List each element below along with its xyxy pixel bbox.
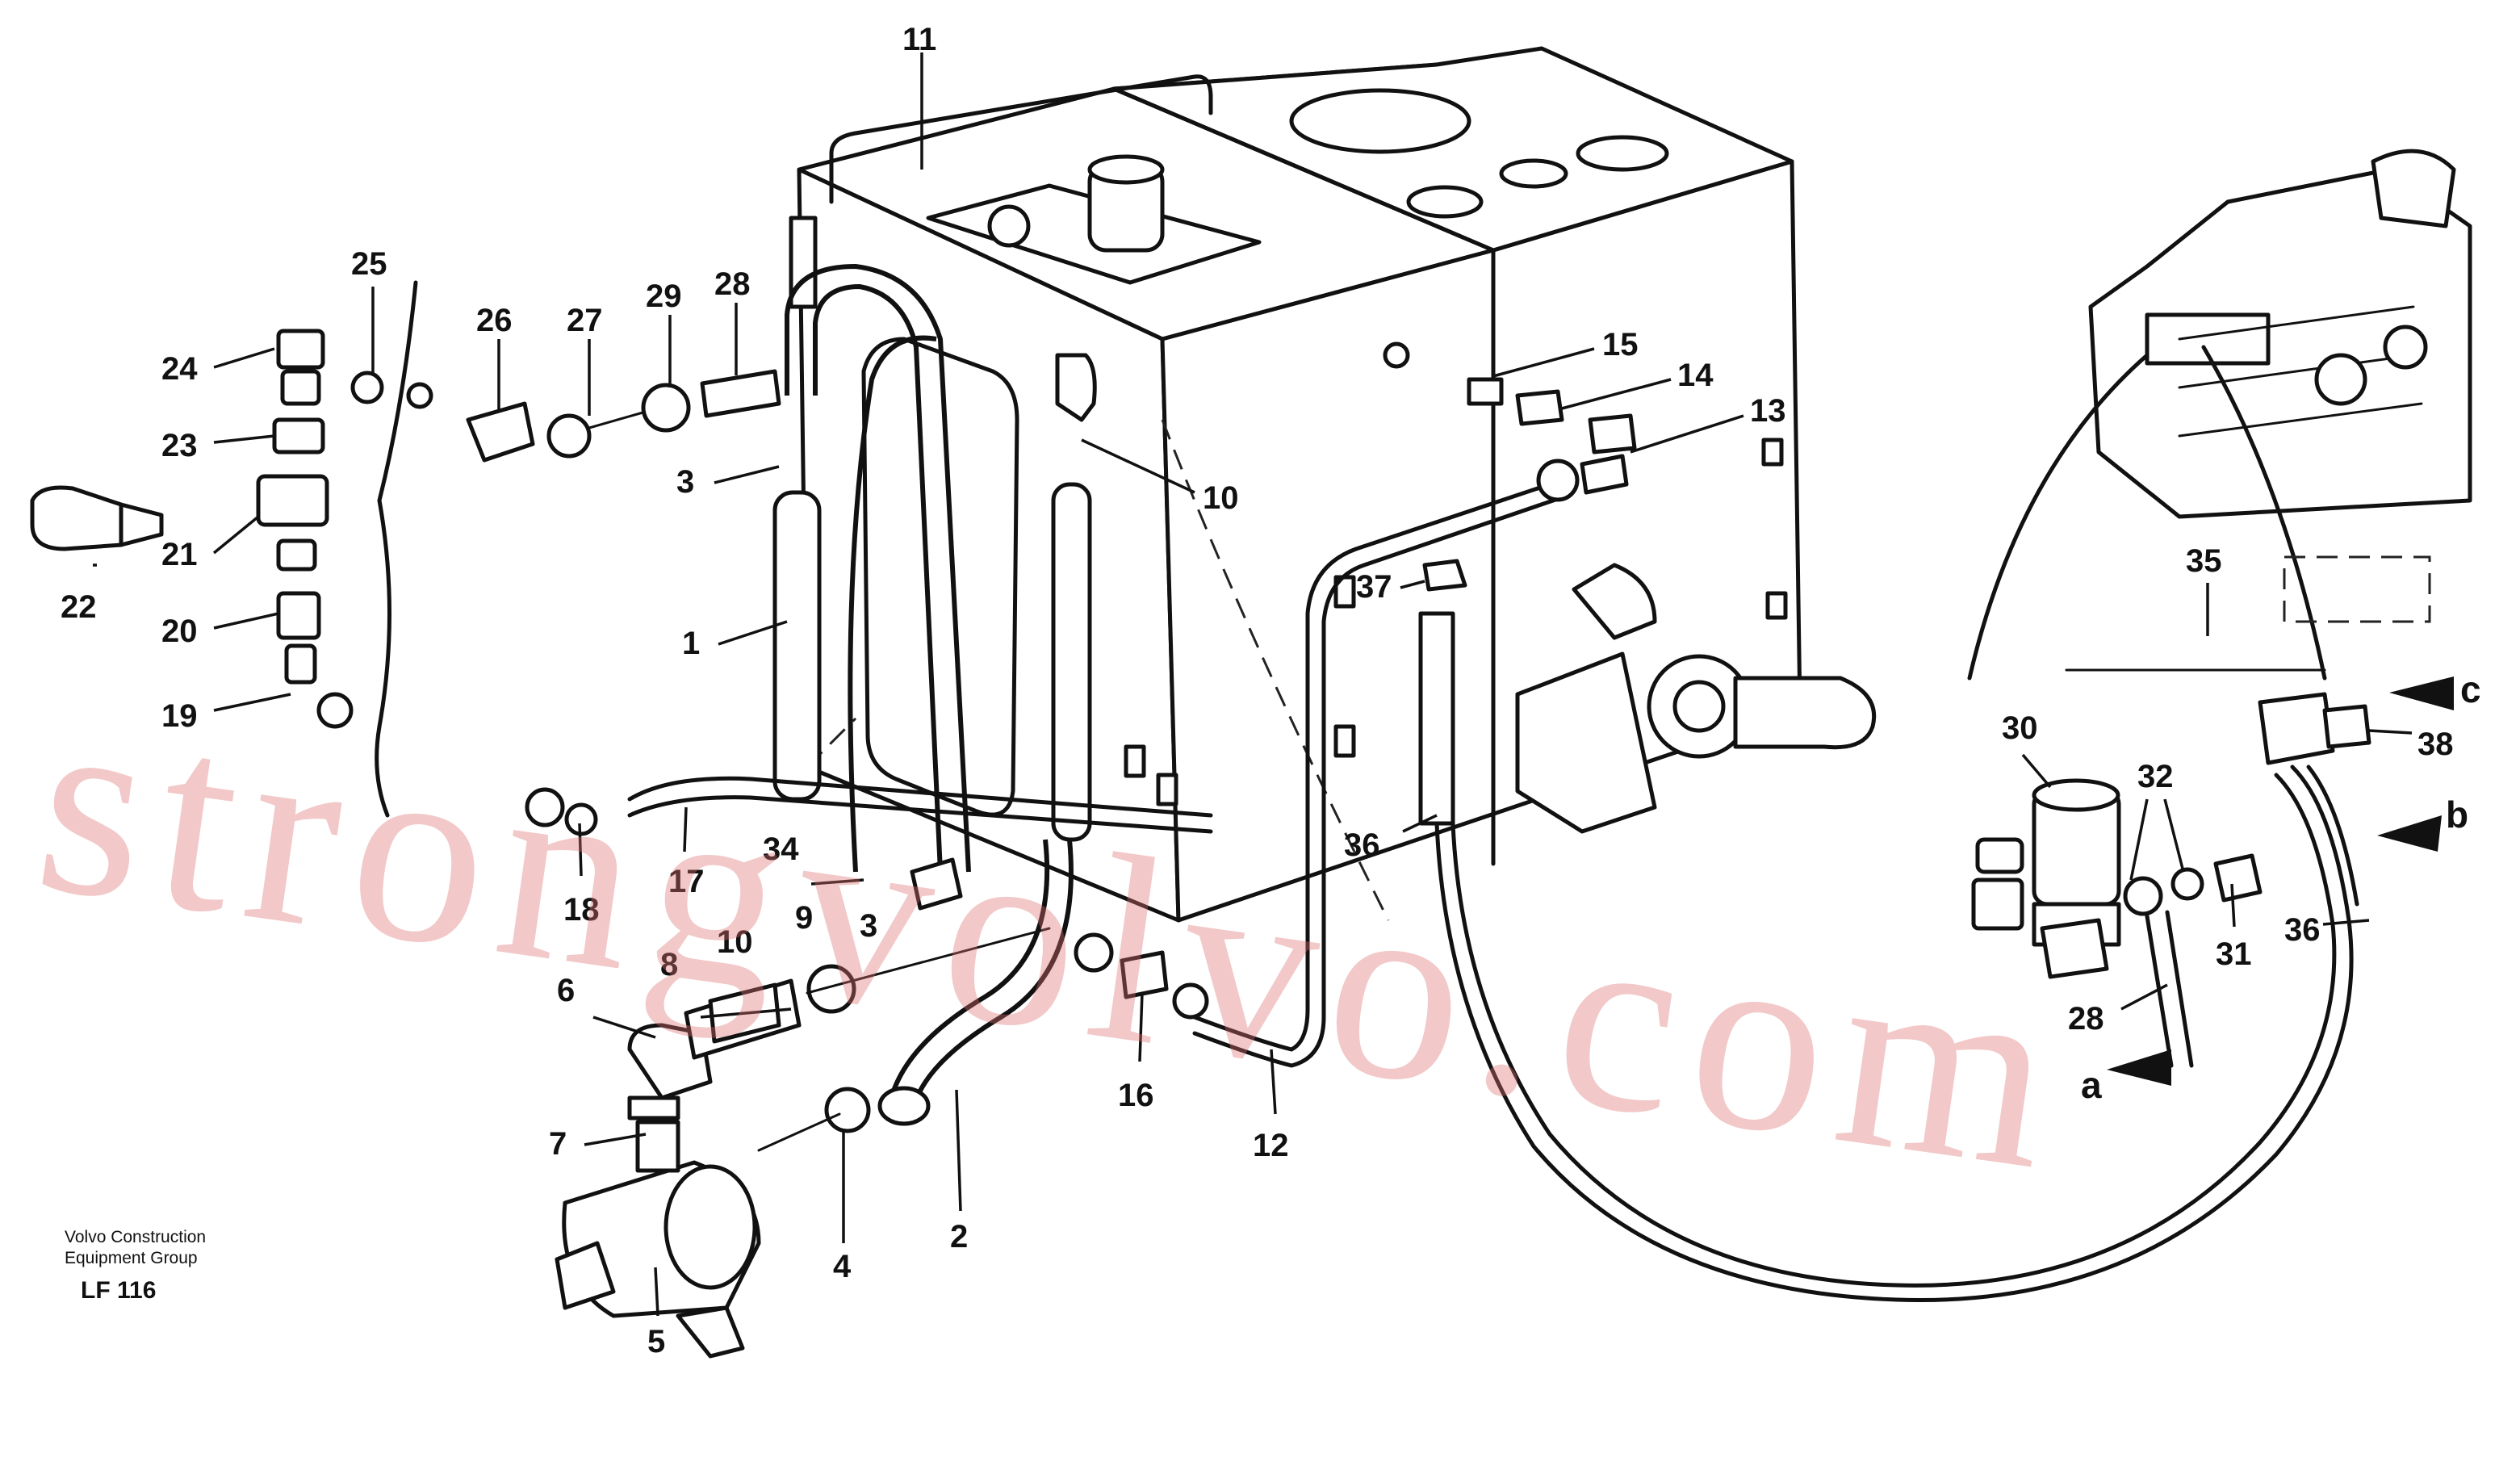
pump — [555, 1023, 761, 1359]
callout-9: 9 — [795, 900, 813, 936]
hydraulic-tank — [789, 46, 1877, 923]
callout-24: 24 — [161, 351, 198, 387]
callout-11: 11 — [902, 22, 936, 57]
callout-labels: 11 25 24 23 21 22 20 19 26 27 29 28 3 1 … — [61, 22, 2454, 1359]
footer-line-2: Equipment Group — [65, 1249, 198, 1267]
callout-36: 36 — [1344, 827, 1380, 863]
callout-5: 5 — [647, 1324, 665, 1359]
callout-25: 25 — [351, 246, 387, 282]
leader-lines — [93, 52, 2413, 1317]
callout-10: 10 — [717, 924, 753, 960]
engine — [1967, 149, 2472, 681]
callout-8: 8 — [660, 947, 678, 982]
footer-caption: Volvo Construction Equipment Group LF 11… — [65, 1227, 206, 1305]
callout-27: 27 — [567, 303, 603, 338]
callout-31: 31 — [2216, 936, 2252, 972]
callout-19: 19 — [161, 698, 198, 734]
callout-3: 3 — [860, 908, 877, 944]
callout-10: 10 — [1203, 480, 1239, 516]
figure-code: LF 116 — [81, 1277, 157, 1304]
callout-16: 16 — [1118, 1078, 1154, 1113]
callout-30: 30 — [2002, 710, 2038, 746]
callout-21: 21 — [161, 537, 198, 572]
callout-18: 18 — [563, 892, 600, 928]
callout-28: 28 — [714, 266, 751, 302]
callout-2: 2 — [950, 1219, 968, 1254]
callout-36: 36 — [2284, 912, 2321, 948]
fitting-stack — [256, 329, 384, 729]
callout-13: 13 — [1750, 393, 1786, 429]
callout-12: 12 — [1253, 1128, 1289, 1163]
callout-35: 35 — [2186, 543, 2222, 579]
filter-assembly — [1971, 692, 2371, 1068]
pump-line-fittings — [684, 927, 1051, 1152]
callout-3: 3 — [676, 464, 694, 500]
connection-arrows — [2107, 676, 2454, 1086]
callout-32: 32 — [2137, 759, 2174, 794]
mark-c: c — [2460, 668, 2481, 710]
mark-a: a — [2081, 1064, 2102, 1106]
callout-6: 6 — [557, 973, 575, 1008]
mark-b: b — [2446, 794, 2468, 836]
callout-14: 14 — [1677, 358, 1714, 393]
return-line — [525, 776, 1213, 911]
callout-38: 38 — [2417, 727, 2454, 762]
callout-7: 7 — [549, 1126, 567, 1162]
callout-20: 20 — [161, 614, 198, 649]
tube-line — [375, 280, 418, 818]
callout-15: 15 — [1602, 327, 1639, 362]
callout-34: 34 — [763, 831, 799, 867]
hose-36 — [1418, 559, 2354, 1302]
connection-mark-labels: c b a — [2081, 668, 2481, 1106]
fittings-row — [406, 369, 781, 463]
line-12 — [1074, 341, 1637, 1068]
callout-29: 29 — [646, 279, 682, 314]
callout-1: 1 — [682, 626, 700, 661]
callout-28: 28 — [2068, 1001, 2104, 1037]
callout-26: 26 — [476, 303, 513, 338]
ghost-box — [2283, 555, 2431, 623]
callout-17: 17 — [668, 864, 705, 899]
callout-37: 37 — [1356, 569, 1392, 605]
callout-23: 23 — [161, 428, 198, 463]
callout-4: 4 — [833, 1249, 852, 1284]
grease-gun — [30, 485, 164, 551]
callout-22: 22 — [61, 589, 97, 625]
footer-line-1: Volvo Construction — [65, 1228, 207, 1246]
